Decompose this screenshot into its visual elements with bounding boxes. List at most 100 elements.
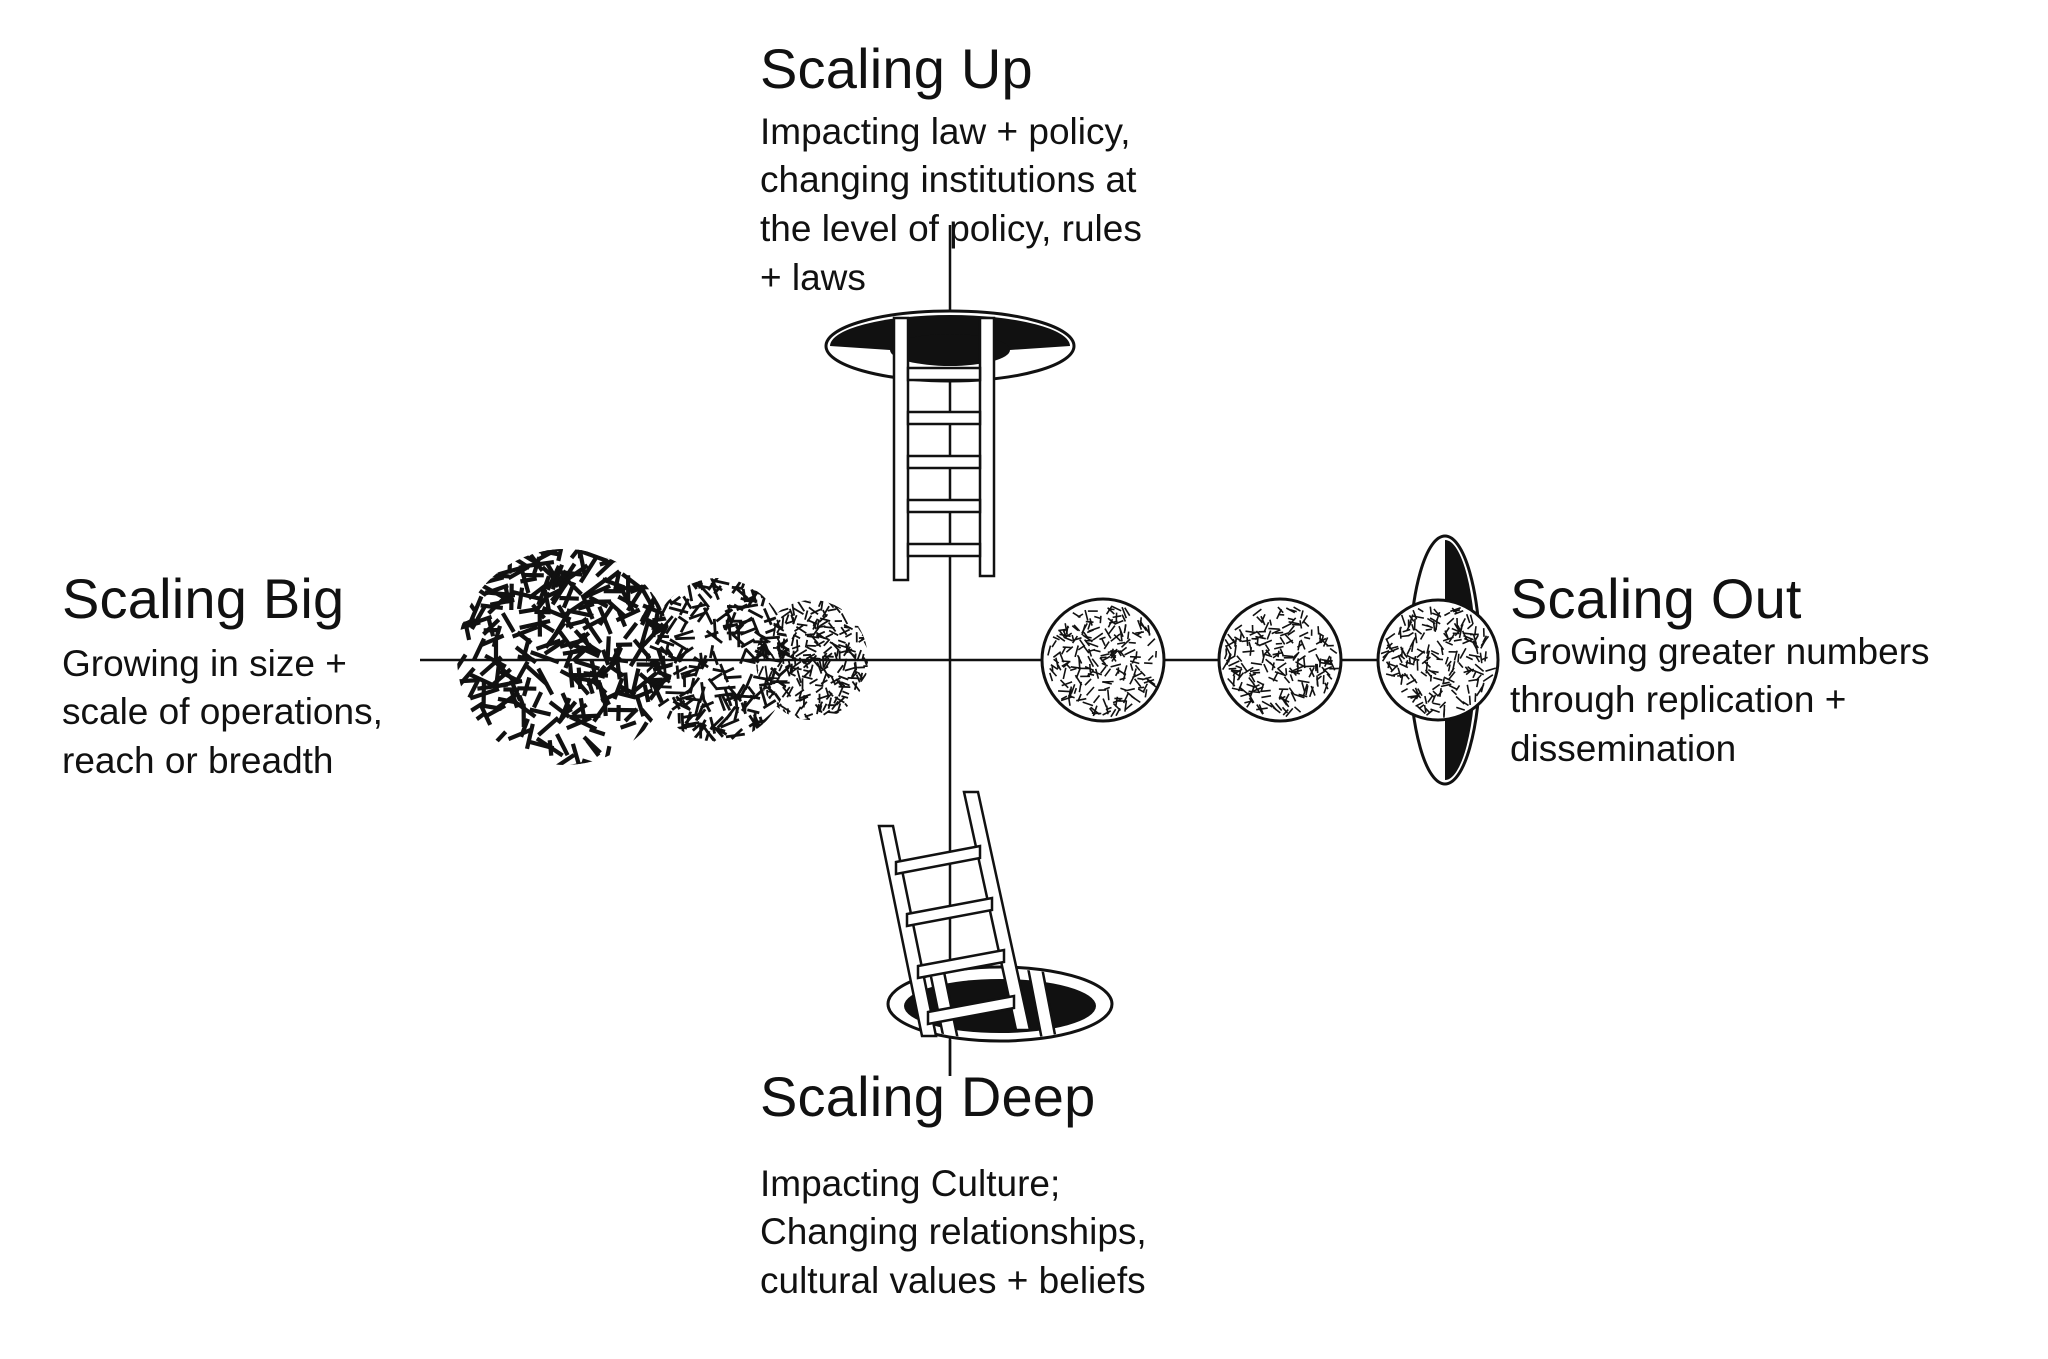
texture-mark [1137,619,1143,630]
texture-mark [1301,614,1309,624]
texture-mark [511,624,539,639]
texture-mark [560,692,573,713]
texture-mark [457,620,481,633]
texture-mark [1329,660,1336,671]
scaling-big-line: reach or breadth [62,740,334,782]
texture-mark [1443,632,1450,640]
texture-mark [840,681,850,687]
texture-mark [1114,696,1119,707]
texture-mark [689,601,703,618]
texture-mark [744,673,754,690]
texture-mark [740,638,756,649]
texture-mark [1380,650,1390,655]
texture-mark [798,657,806,665]
texture-mark [469,686,500,701]
texture-mark [1081,624,1086,636]
texture-mark [1292,651,1300,661]
texture-mark [635,688,654,700]
texture-mark [1063,636,1073,642]
texture-mark [779,653,787,660]
texture-mark [1302,656,1306,669]
texture-mark [1430,652,1441,660]
texture-mark [1289,674,1294,682]
texture-mark [1124,607,1131,617]
texture-mark [1388,647,1400,654]
texture-mark [1424,695,1428,704]
texture-mark [573,629,593,650]
texture-mark [750,617,761,636]
texture-mark [623,707,639,723]
texture-mark [1484,651,1487,662]
texture-mark [835,697,845,706]
texture-mark [701,587,713,599]
texture-mark [1324,682,1329,690]
texture-mark [815,640,825,647]
texture-mark [1129,673,1136,685]
texture-mark [1087,648,1096,653]
texture-mark [570,743,584,765]
texture-mark [1224,638,1232,650]
texture-mark [580,549,609,563]
texture-mark [589,659,601,690]
texture-mark [1126,691,1136,700]
texture-mark [808,606,819,616]
texture-mark [1134,664,1141,672]
texture-mark [681,670,692,680]
texture-mark [1282,709,1289,716]
texture-mark [1118,625,1124,638]
texture-mark [565,617,590,628]
texture-mark [1123,624,1127,634]
texture-mark [479,655,503,677]
texture-mark [1292,665,1304,672]
texture-mark [1429,606,1433,615]
texture-mark [810,608,822,615]
texture-mark [1456,706,1466,711]
ladder-rung [926,994,1016,1026]
texture-mark [1421,656,1431,665]
texture-mark [1100,653,1110,657]
texture-mark [758,666,765,677]
texture-mark [531,691,544,709]
texture-mark [1295,661,1306,668]
texture-mark [1305,685,1309,696]
texture-mark [1480,635,1490,647]
texture-mark [1446,660,1452,667]
texture-mark [860,672,868,683]
texture-mark [1113,634,1122,642]
ladder-rung [906,542,982,558]
texture-mark [675,636,695,641]
ladder-rung [906,410,982,426]
texture-mark [802,661,811,669]
texture-mark [1112,703,1122,711]
texture-mark [1114,669,1120,677]
texture-mark [721,695,732,711]
texture-mark [781,686,791,698]
texture-mark [1144,689,1148,698]
texture-mark [639,595,657,623]
ladder-rung [894,844,982,876]
texture-mark [1065,645,1074,653]
texture-mark [1099,636,1106,641]
texture-mark [1074,645,1079,658]
texture-mark [1059,653,1065,663]
texture-mark [711,578,730,586]
texture-mark [795,714,802,720]
texture-mark [859,672,864,681]
texture-mark [765,627,776,635]
texture-mark [1411,623,1415,631]
scaling-up-line: changing institutions at [760,159,1137,201]
texture-mark [808,600,818,601]
texture-mark [631,721,649,747]
texture-mark [1052,651,1062,658]
texture-mark [1391,672,1400,677]
texture-mark [764,665,769,679]
texture-mark [1133,678,1142,688]
texture-mark [1432,690,1440,697]
texture-mark [1108,625,1116,635]
texture-mark [1083,639,1091,647]
texture-mark [809,678,818,685]
texture-mark [1322,637,1329,647]
scaling-deep-line: Impacting Culture; [760,1162,1061,1204]
texture-mark [1412,615,1425,619]
texture-mark [775,619,781,627]
